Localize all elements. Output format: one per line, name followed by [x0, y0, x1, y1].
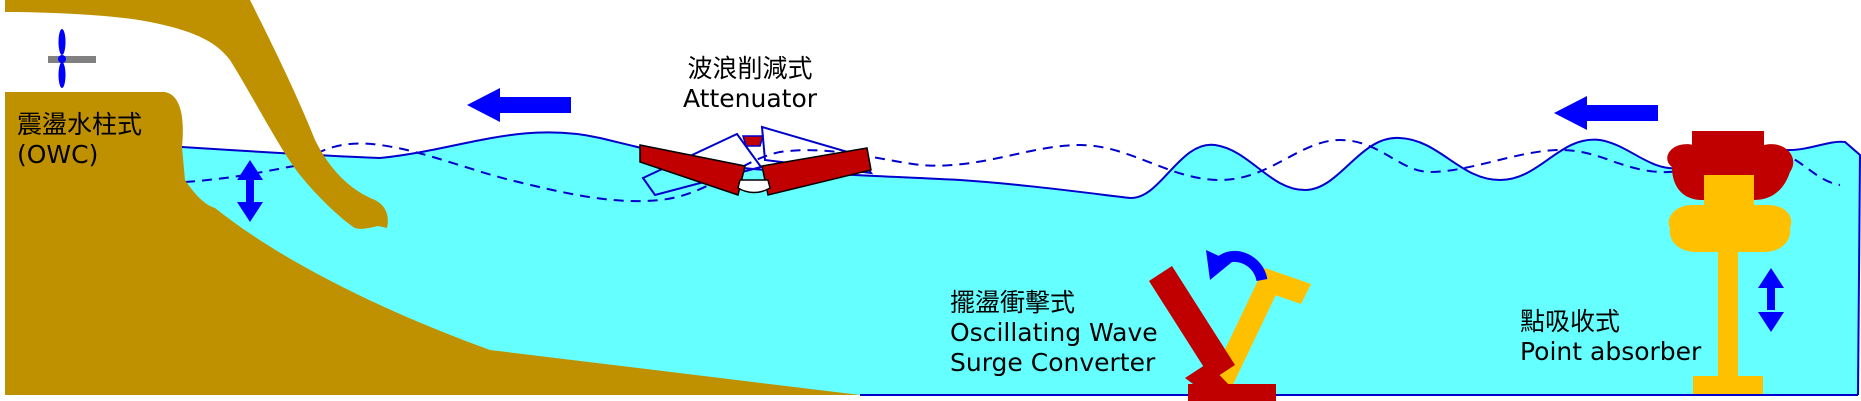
point-absorber-arrow-up-down-icon: [1758, 268, 1784, 332]
oswc-label-zh: 擺盪衝擊式: [950, 288, 1076, 317]
point-absorber-label-en: Point absorber: [1520, 337, 1702, 366]
land-cliff: [5, 92, 860, 395]
oswc-label-en-line1: Oscillating Wave: [950, 318, 1158, 347]
turbine-icon: [48, 29, 96, 88]
attenuator-label-en: Attenuator: [683, 84, 818, 113]
curved-arrow-icon: [1206, 250, 1268, 282]
point-absorber-label: 點吸收式 Point absorber: [1520, 307, 1701, 367]
dashed-wave-line: [184, 138, 1841, 203]
oswc-device: [1149, 266, 1311, 401]
oswc-label: 擺盪衝擊式 Oscillating Wave Surge Converter: [950, 288, 1158, 378]
owc-label: 震盪水柱式 (OWC): [17, 110, 142, 170]
owc-chimney: [5, 0, 388, 229]
owc-label-en: (OWC): [17, 140, 99, 169]
attenuator-device: [639, 125, 874, 197]
owc-label-zh: 震盪水柱式: [17, 110, 143, 139]
point-absorber-device: [1667, 131, 1794, 394]
attenuator-label-zh: 波浪削減式: [687, 54, 813, 83]
point-absorber-label-zh: 點吸收式: [1520, 307, 1621, 336]
attenuator-label: 波浪削減式 Attenuator: [683, 54, 817, 114]
sea-water: [5, 132, 1860, 395]
wave-direction-arrow-left-icon-2: [1554, 96, 1658, 130]
owc-arrow-up-down-icon: [237, 160, 263, 222]
wave-direction-arrow-left-icon-1: [467, 88, 571, 122]
wave-surface-line: [181, 131, 1861, 396]
oswc-label-en-line2: Surge Converter: [950, 348, 1156, 377]
